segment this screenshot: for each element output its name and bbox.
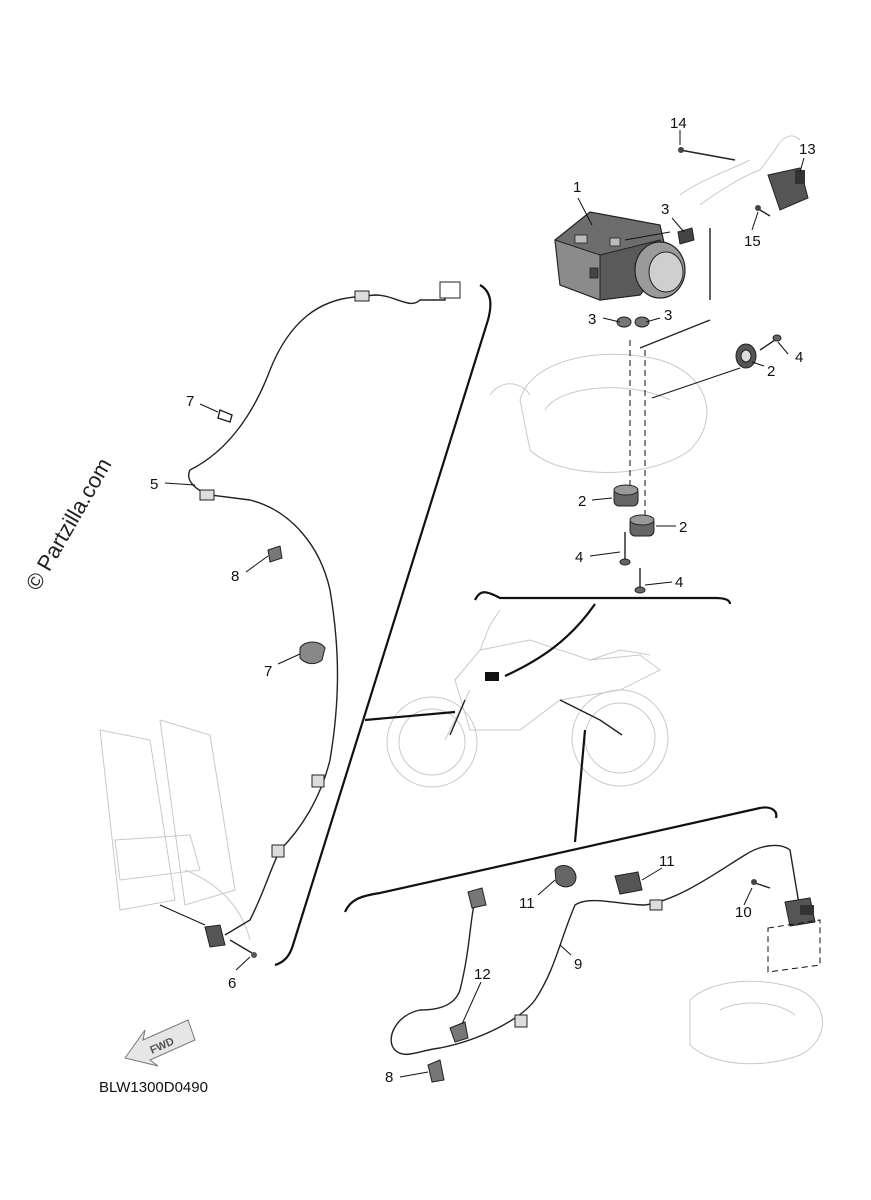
callout-11: 11: [659, 853, 675, 870]
callout-7: 7: [264, 663, 272, 680]
callout-3: 3: [588, 311, 596, 328]
callout-leaders: [164, 130, 805, 1078]
abs-location-marker: [485, 672, 499, 681]
callout-4: 4: [675, 574, 683, 591]
callout-11: 11: [519, 895, 535, 912]
forward-arrow-icon: FWD: [124, 1019, 196, 1067]
callout-4: 4: [575, 549, 583, 566]
callout-8: 8: [231, 568, 239, 585]
callout-13: 13: [799, 141, 816, 158]
callout-5: 5: [150, 476, 158, 493]
rear-sensor-lead: [390, 844, 821, 1083]
callout-4: 4: [795, 349, 803, 366]
callout-6: 6: [228, 975, 236, 992]
callout-9: 9: [574, 956, 582, 973]
callout-8: 8: [385, 1069, 393, 1086]
motorcycle-illustration: [386, 609, 669, 788]
callout-numbers: 1 3 3 3 4 2 2 2 4 4 14 13 15 7 5 8 7 6 1…: [150, 115, 816, 1086]
callout-3: 3: [664, 307, 672, 324]
callout-3: 3: [661, 201, 669, 218]
abs-hydraulic-unit: [554, 211, 686, 301]
callout-14: 14: [670, 115, 687, 132]
top-right-bracket: [678, 147, 809, 217]
callout-12: 12: [474, 966, 491, 983]
callout-2: 2: [767, 363, 775, 380]
callout-1: 1: [573, 179, 581, 196]
callout-2: 2: [679, 519, 687, 536]
abs-bracket-assembly: [613, 227, 782, 594]
ghost-background: [99, 135, 823, 1065]
callout-15: 15: [744, 233, 761, 250]
front-sensor-lead: [159, 281, 461, 958]
watermark: © Partzilla.com: [21, 454, 117, 595]
diagram-code: BLW1300D0490: [99, 1079, 208, 1096]
section-frames: [274, 284, 778, 967]
callout-7: 7: [186, 393, 194, 410]
callout-2: 2: [578, 493, 586, 510]
callout-10: 10: [735, 904, 752, 921]
